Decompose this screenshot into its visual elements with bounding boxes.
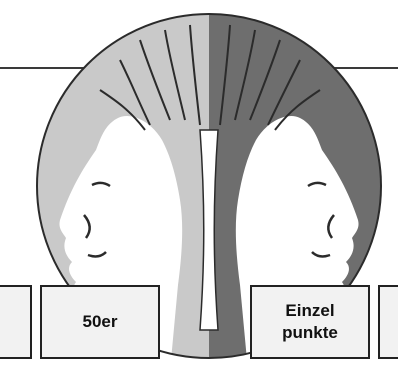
fifties-label: 50er: [82, 312, 118, 331]
toolbar-tile-right-partial[interactable]: [378, 285, 398, 359]
single-points-label: Einzel punkte: [282, 301, 338, 342]
face-features: [83, 181, 335, 258]
fifties-button[interactable]: 50er: [40, 285, 160, 359]
hair-strands: [99, 24, 321, 131]
central-stem: [199, 129, 219, 331]
single-points-button[interactable]: Einzel punkte: [250, 285, 370, 359]
divider-line-right: [296, 67, 398, 69]
bottom-toolbar: 50er Einzel punkte: [0, 285, 398, 371]
divider-line-left: [0, 67, 100, 69]
emblem-outline: [36, 13, 382, 359]
toolbar-tile-left-partial[interactable]: [0, 285, 32, 359]
